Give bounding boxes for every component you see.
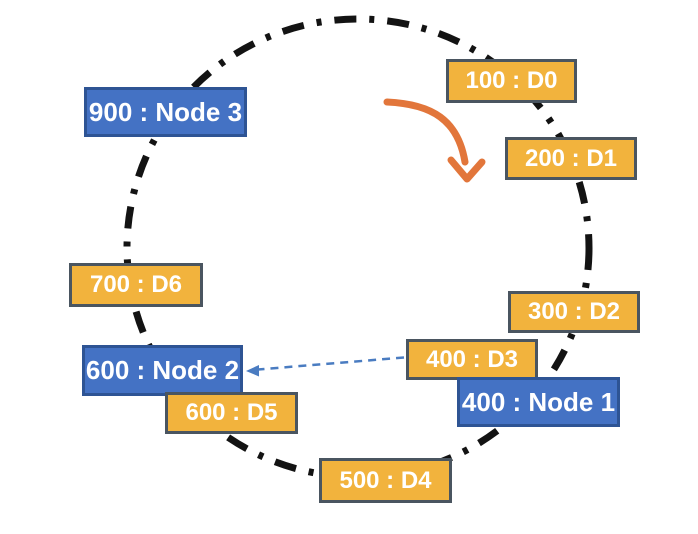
- ring-entry-d6: 700 : D6: [69, 263, 203, 307]
- ring-entry-node3: 900 : Node 3: [84, 87, 247, 137]
- clockwise-arrow-icon: [383, 98, 486, 183]
- hash-ring-circle-icon: [123, 15, 593, 481]
- ring-entry-node1: 400 : Node 1: [457, 377, 620, 427]
- ring-entry-d3: 400 : D3: [406, 339, 538, 380]
- mapping-arrow-icon: [246, 356, 405, 377]
- ring-entry-node2: 600 : Node 2: [82, 345, 243, 396]
- ring-entry-d2: 300 : D2: [508, 291, 640, 333]
- ring-entry-d0: 100 : D0: [446, 59, 577, 103]
- ring-entry-d1: 200 : D1: [505, 137, 637, 180]
- ring-entry-d4: 500 : D4: [319, 458, 452, 503]
- ring-entry-d5: 600 : D5: [165, 392, 298, 434]
